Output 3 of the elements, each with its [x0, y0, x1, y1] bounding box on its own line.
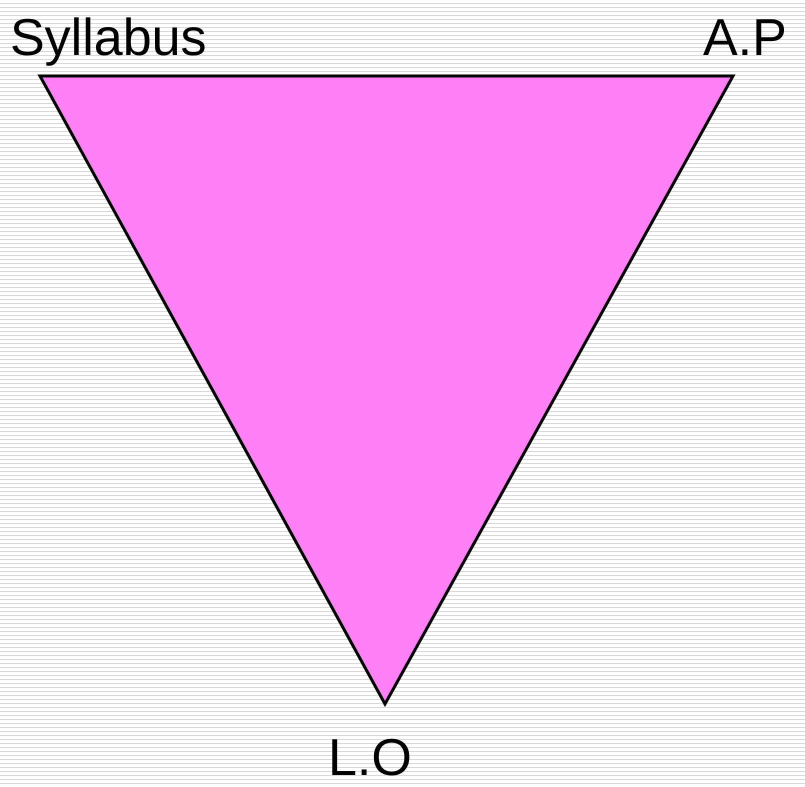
corner-label: L.O	[328, 728, 412, 787]
corner-label: A.P	[703, 8, 787, 68]
corner-label: Syllabus	[10, 8, 207, 68]
